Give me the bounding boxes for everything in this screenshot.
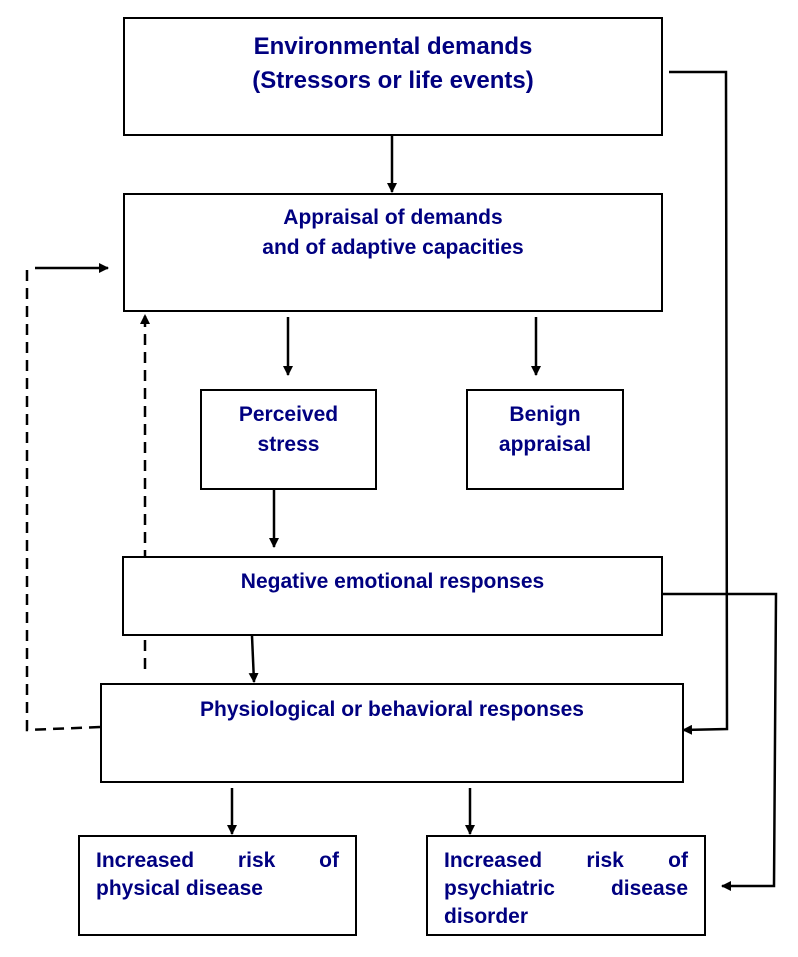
- node-benign-appraisal-line-1: Benign: [509, 403, 581, 426]
- node-appraisal-line-1: Appraisal of demands: [283, 206, 503, 229]
- node-risk-psychiatric-disease-line-1: Increased risk of: [444, 849, 688, 872]
- node-perceived-stress: Perceived stress: [200, 389, 377, 490]
- node-benign-appraisal-line-2: appraisal: [498, 433, 592, 456]
- node-environmental-demands: Environmental demands (Stressors or life…: [123, 17, 663, 136]
- node-environmental-demands-line-1: Environmental demands: [253, 33, 533, 60]
- node-risk-physical-disease-line-2: physical disease: [96, 877, 263, 900]
- node-physiological-behavioral-responses-line-1: Physiological or behavioral responses: [200, 698, 584, 721]
- arrow-negative-emotions-to-risk-psychiatric: [658, 592, 778, 891]
- node-negative-emotional-responses: Negative emotional responses: [122, 556, 663, 636]
- node-risk-psychiatric-disease: Increased risk of psychiatric disease di…: [426, 835, 706, 936]
- node-appraisal-line-2: and of adaptive capacities: [262, 236, 524, 259]
- node-benign-appraisal: Benign appraisal: [466, 389, 624, 490]
- node-environmental-demands-line-2: (Stressors or life events): [252, 67, 534, 94]
- node-physiological-behavioral-responses: Physiological or behavioral responses: [100, 683, 684, 783]
- node-risk-physical-disease-line-1: Increased risk of: [96, 849, 339, 872]
- node-perceived-stress-line-2: stress: [257, 433, 320, 456]
- arrow-env-to-physiological-bypass: [669, 70, 729, 735]
- node-risk-psychiatric-disease-line-2: psychiatric disease: [444, 877, 688, 900]
- node-risk-psychiatric-disease-line-3: disorder: [444, 905, 529, 928]
- node-perceived-stress-line-1: Perceived: [238, 403, 339, 426]
- arrow-negative-emotions-to-physiological: [248, 635, 259, 683]
- node-negative-emotional-responses-line-1: Negative emotional responses: [240, 570, 545, 593]
- node-appraisal: Appraisal of demands and of adaptive cap…: [123, 193, 663, 312]
- dashed-arrow-physiological-to-appraisal-loop: [25, 268, 101, 732]
- node-risk-physical-disease: Increased risk of physical disease: [78, 835, 357, 936]
